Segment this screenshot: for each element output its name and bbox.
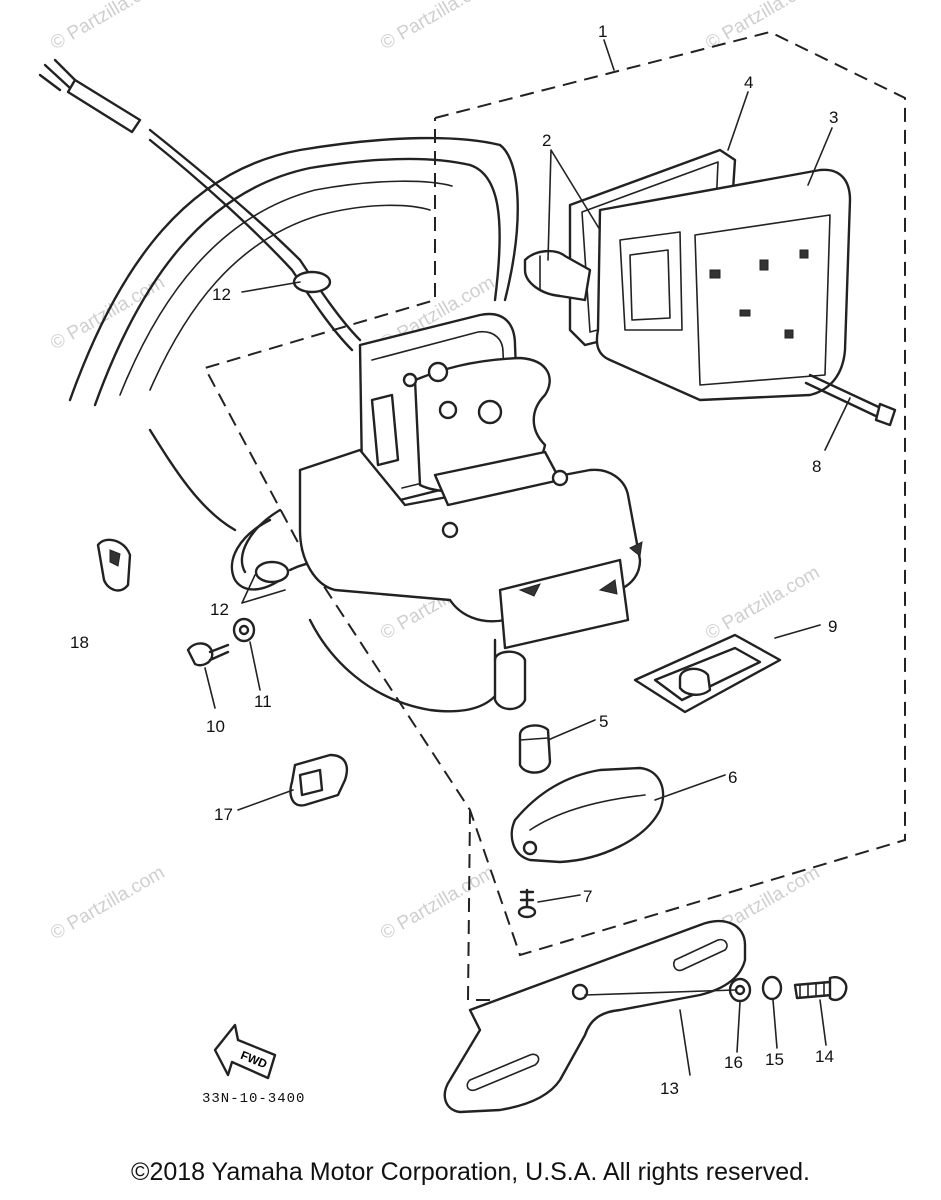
callout-12-bottom: 12 bbox=[210, 600, 229, 619]
callouts: 1 2 3 4 5 6 7 8 9 10 11 12 12 13 14 15 1… bbox=[70, 22, 838, 1098]
clip-part-18 bbox=[96, 538, 132, 592]
watermark: © Partzilla.com bbox=[47, 0, 168, 54]
taillight-base bbox=[298, 312, 643, 711]
callout-12-top: 12 bbox=[212, 285, 231, 304]
callout-18: 18 bbox=[70, 633, 89, 652]
wire-harness bbox=[38, 58, 362, 591]
diagram-code: 33N-10-3400 bbox=[202, 1091, 305, 1107]
bulb-part-5 bbox=[518, 724, 552, 774]
watermark: © Partzilla.com bbox=[377, 0, 498, 54]
callout-11: 11 bbox=[254, 692, 272, 711]
callout-9: 9 bbox=[828, 617, 837, 636]
license-lens-part-6 bbox=[510, 766, 665, 864]
leader-lines bbox=[204, 39, 851, 1076]
callout-16: 16 bbox=[724, 1053, 743, 1072]
callout-10: 10 bbox=[206, 717, 225, 736]
callout-5: 5 bbox=[599, 712, 608, 731]
watermark: © Partzilla.com bbox=[377, 862, 498, 944]
callout-1: 1 bbox=[598, 22, 607, 41]
watermark: © Partzilla.com bbox=[47, 862, 168, 944]
screw-part-7 bbox=[517, 888, 537, 919]
callout-6: 6 bbox=[728, 768, 737, 787]
callout-13: 13 bbox=[660, 1079, 679, 1098]
callout-15: 15 bbox=[765, 1050, 784, 1069]
gasket-part-9 bbox=[633, 633, 782, 714]
callout-7: 7 bbox=[583, 887, 592, 906]
screw-part-8 bbox=[804, 373, 897, 427]
copyright-notice: ©2018 Yamaha Motor Corporation, U.S.A. A… bbox=[131, 1158, 810, 1186]
callout-4: 4 bbox=[744, 73, 753, 92]
fwd-arrow: FWD bbox=[213, 1023, 277, 1080]
taillight-lens bbox=[523, 148, 852, 402]
callout-14: 14 bbox=[815, 1047, 834, 1066]
bolt-washer-set bbox=[728, 975, 848, 1003]
watermark: © Partzilla.com bbox=[702, 0, 823, 54]
callout-8: 8 bbox=[812, 457, 821, 476]
callout-3: 3 bbox=[829, 108, 838, 127]
callout-17: 17 bbox=[214, 805, 233, 824]
callout-2: 2 bbox=[542, 131, 551, 150]
connector-part-17 bbox=[289, 753, 349, 807]
screw-washer-10-11 bbox=[186, 617, 256, 667]
watermark: © Partzilla.com bbox=[702, 562, 823, 644]
assembly-outline bbox=[203, 30, 906, 1001]
rear-fender-outline bbox=[68, 136, 519, 713]
license-bracket-part-13 bbox=[443, 919, 747, 1114]
